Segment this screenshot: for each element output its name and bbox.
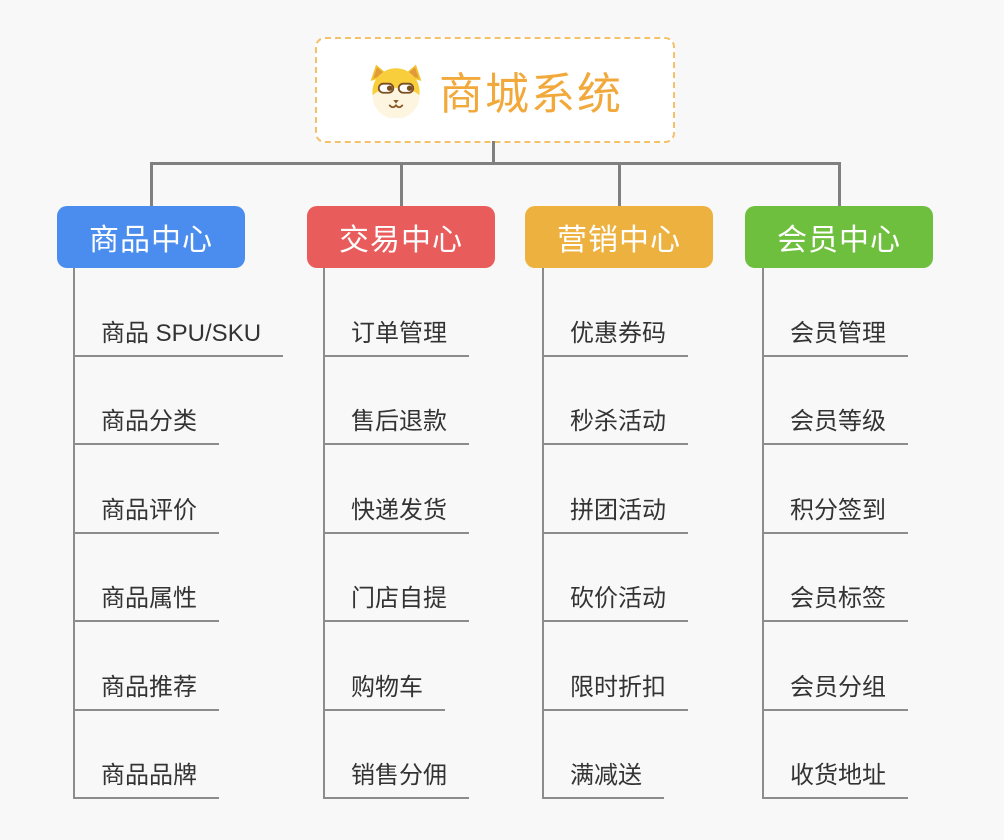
connector-root-vertical: [492, 141, 495, 163]
leaf-node[interactable]: 满减送: [544, 711, 664, 799]
leaf-node[interactable]: 秒杀活动: [544, 357, 688, 445]
leaf-node[interactable]: 会员分组: [764, 622, 908, 711]
connector-horizontal-bar: [150, 162, 840, 165]
leaf-node[interactable]: 拼团活动: [544, 445, 688, 534]
leaf-node[interactable]: 门店自提: [325, 534, 469, 622]
connector-branch-3: [618, 162, 621, 207]
leaf-list-member-center: 会员管理 会员等级 积分签到 会员标签 会员分组 收货地址: [762, 268, 908, 799]
leaf-node[interactable]: 商品品牌: [75, 711, 219, 799]
leaf-node[interactable]: 销售分佣: [325, 711, 469, 799]
connector-branch-1: [150, 162, 153, 207]
leaf-node[interactable]: 商品 SPU/SKU: [75, 268, 284, 357]
leaf-node[interactable]: 商品分类: [75, 357, 219, 445]
leaf-node[interactable]: 会员等级: [764, 357, 908, 445]
leaf-node[interactable]: 限时折扣: [544, 622, 688, 711]
leaf-node[interactable]: 积分签到: [764, 445, 908, 534]
leaf-node[interactable]: 商品评价: [75, 445, 219, 534]
leaf-node[interactable]: 售后退款: [325, 357, 469, 445]
leaf-node[interactable]: 收货地址: [764, 711, 908, 799]
leaf-node[interactable]: 会员管理: [764, 268, 908, 357]
leaf-list-trade-center: 订单管理 售后退款 快递发货 门店自提 购物车 销售分佣: [323, 268, 469, 799]
root-title: 商城系统: [439, 70, 623, 119]
leaf-node[interactable]: 会员标签: [764, 534, 908, 622]
root-node[interactable]: 商城系统: [315, 37, 675, 143]
leaf-node[interactable]: 砍价活动: [544, 534, 688, 622]
branch-node-trade-center[interactable]: 交易中心: [307, 206, 495, 268]
connector-branch-2: [400, 162, 403, 207]
leaf-node[interactable]: 商品属性: [75, 534, 219, 622]
leaf-node[interactable]: 商品推荐: [75, 622, 219, 711]
leaf-list-product-center: 商品 SPU/SKU 商品分类 商品评价 商品属性 商品推荐 商品品牌: [73, 268, 284, 799]
leaf-node[interactable]: 订单管理: [325, 268, 469, 357]
leaf-node[interactable]: 优惠券码: [544, 268, 688, 357]
dog-face-icon: [370, 64, 422, 118]
leaf-list-marketing-center: 优惠券码 秒杀活动 拼团活动 砍价活动 限时折扣 满减送: [542, 268, 688, 799]
leaf-node[interactable]: 快递发货: [325, 445, 469, 534]
branch-node-member-center[interactable]: 会员中心: [745, 206, 933, 268]
branch-node-marketing-center[interactable]: 营销中心: [525, 206, 713, 268]
branch-node-product-center[interactable]: 商品中心: [57, 206, 245, 268]
connector-branch-4: [838, 162, 841, 207]
leaf-node[interactable]: 购物车: [325, 622, 445, 711]
